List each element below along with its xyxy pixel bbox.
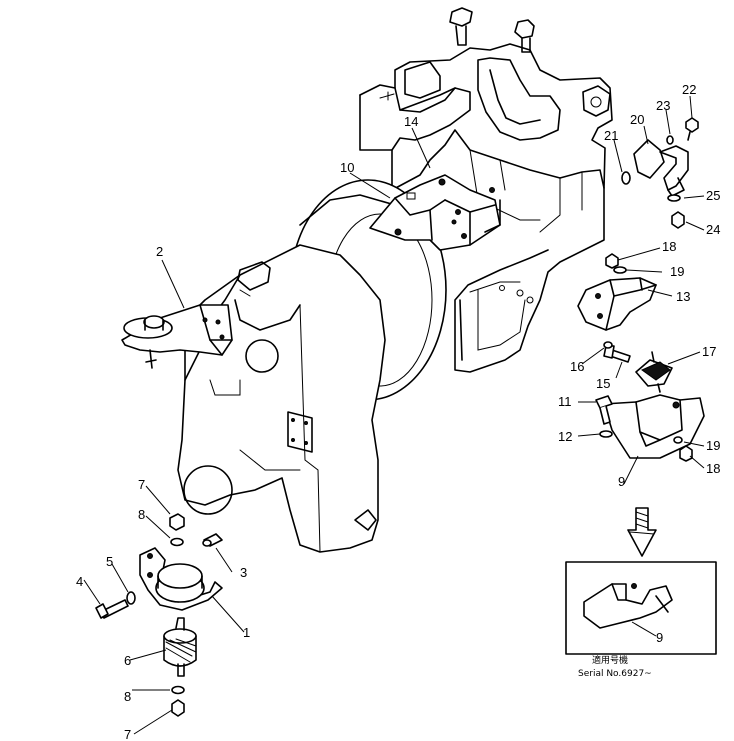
callout-3: 3 bbox=[240, 565, 247, 580]
mount-assembly-1 bbox=[139, 547, 223, 611]
callout-4: 4 bbox=[76, 574, 83, 589]
washer-23 bbox=[666, 135, 674, 145]
callout-22: 22 bbox=[682, 82, 696, 97]
callout-8-lower: 8 bbox=[124, 689, 131, 704]
engine-block bbox=[359, 7, 613, 373]
nut-18-lower bbox=[679, 445, 693, 462]
callout-24: 24 bbox=[706, 222, 720, 237]
bracket-13 bbox=[577, 277, 657, 331]
washer-8-upper bbox=[170, 537, 184, 547]
washer-25 bbox=[667, 194, 681, 202]
callout-6: 6 bbox=[124, 653, 131, 668]
bolt-15 bbox=[603, 345, 631, 363]
callout-20: 20 bbox=[630, 112, 644, 127]
bolt-4 bbox=[95, 599, 129, 619]
callout-9-detail: 9 bbox=[618, 474, 625, 489]
bolt-22 bbox=[685, 117, 699, 141]
callout-25: 25 bbox=[706, 188, 720, 203]
nut-7-upper bbox=[169, 513, 185, 531]
callout-8-upper: 8 bbox=[138, 507, 145, 522]
cushion-6 bbox=[163, 617, 197, 677]
detail-arrow bbox=[627, 507, 657, 557]
callout-23: 23 bbox=[656, 98, 670, 113]
pin-3 bbox=[202, 533, 223, 547]
inset-note: 適用号機 Serial No.6927~ bbox=[578, 654, 652, 679]
callout-14: 14 bbox=[404, 114, 418, 129]
inset-serial: Serial No.6927~ bbox=[578, 669, 652, 679]
gasket-21 bbox=[621, 171, 631, 185]
elbow-20 bbox=[633, 139, 689, 197]
callout-18-lower: 18 bbox=[706, 461, 720, 476]
callout-18-upper: 18 bbox=[662, 239, 676, 254]
callout-19-lower: 19 bbox=[706, 438, 720, 453]
callout-1: 1 bbox=[243, 625, 250, 640]
washer-19-lower bbox=[673, 436, 683, 444]
callout-10: 10 bbox=[340, 160, 354, 175]
callout-7-lower: 7 bbox=[124, 727, 131, 741]
callout-9-inset: 9 bbox=[656, 630, 663, 645]
inset-frame bbox=[565, 561, 717, 655]
washer-16 bbox=[603, 341, 613, 349]
callout-13: 13 bbox=[676, 289, 690, 304]
nut-18-upper bbox=[605, 253, 619, 269]
cushion-17 bbox=[635, 351, 673, 393]
leader-lines bbox=[83, 95, 705, 735]
nut-7-lower bbox=[171, 699, 185, 717]
transmission-case bbox=[177, 244, 386, 553]
nut-24 bbox=[671, 211, 685, 229]
bolt-11 bbox=[595, 395, 613, 425]
callout-11: 11 bbox=[558, 394, 572, 409]
washer-5 bbox=[126, 591, 136, 605]
washer-8-lower bbox=[171, 685, 185, 695]
callout-labels: 1 2 3 4 5 6 7 7 8 8 9 9 10 11 12 13 14 1… bbox=[76, 82, 720, 741]
callout-15: 15 bbox=[596, 376, 610, 391]
callout-7-upper: 7 bbox=[138, 477, 145, 492]
callout-21: 21 bbox=[604, 128, 618, 143]
callout-2: 2 bbox=[156, 244, 163, 259]
bracket-14 bbox=[369, 174, 501, 251]
inset-heading: 適用号機 bbox=[592, 654, 628, 666]
mount-assembly-2 bbox=[121, 304, 233, 369]
washer-12 bbox=[599, 430, 613, 438]
callout-17: 17 bbox=[702, 344, 716, 359]
callout-19-upper: 19 bbox=[670, 264, 684, 279]
callout-12: 12 bbox=[558, 429, 572, 444]
callout-16: 16 bbox=[570, 359, 584, 374]
washer-19-upper bbox=[613, 266, 627, 274]
callout-5: 5 bbox=[106, 554, 113, 569]
